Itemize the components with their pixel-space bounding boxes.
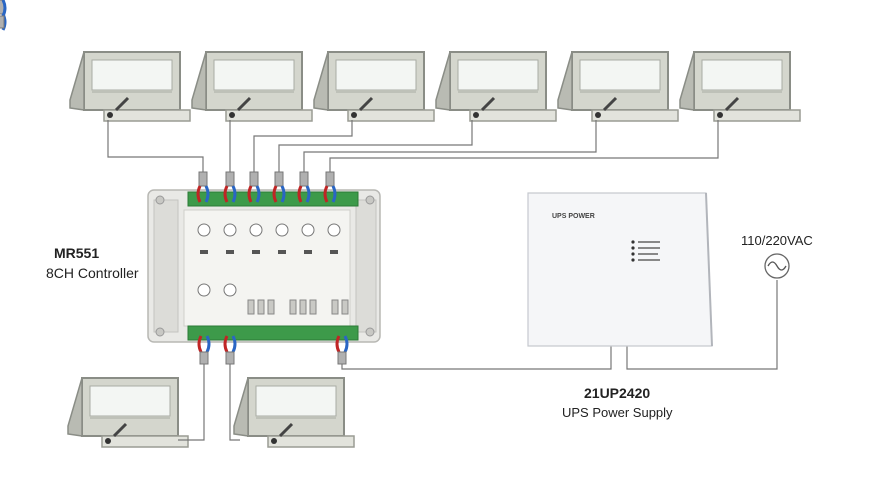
controller-model-label: MR551	[54, 245, 100, 261]
top-window-6	[678, 50, 802, 123]
bottom-cable-glands	[0, 0, 349, 366]
mains-voltage-label: 110/220VAC	[741, 233, 813, 248]
top-window-4	[434, 50, 558, 123]
controller-description-label: 8CH Controller	[46, 265, 139, 281]
ac-source-icon	[764, 253, 790, 279]
top-wires	[107, 120, 719, 178]
bottom-window-2	[232, 376, 356, 449]
ups-power-box	[527, 192, 713, 347]
ups-model-label: 21UP2420	[584, 385, 651, 401]
ups-description-label: UPS Power Supply	[562, 405, 673, 420]
top-window-3	[312, 50, 436, 123]
bottom-wires	[178, 355, 240, 441]
mr551-controller	[147, 189, 381, 343]
ups-panel-title: UPS POWER	[552, 213, 595, 220]
top-window-5	[556, 50, 680, 123]
top-window-2	[190, 50, 314, 123]
top-window-1	[68, 50, 192, 123]
bottom-window-1	[66, 376, 190, 449]
